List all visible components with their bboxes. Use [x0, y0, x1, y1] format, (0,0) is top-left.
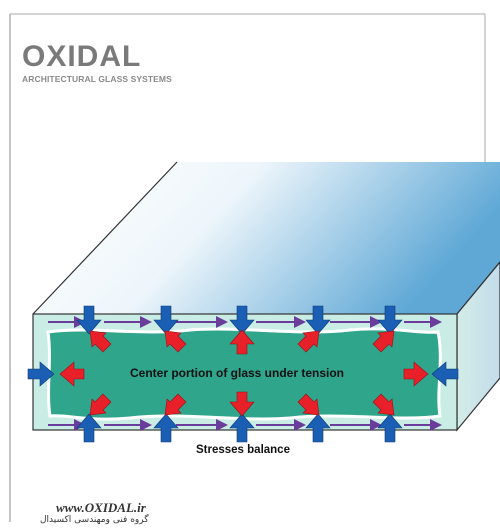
compression-arrows-edges [27, 361, 459, 387]
persian-caption: گروه فنی ومهندسی اکسیدال [40, 515, 149, 525]
compression-arrows-top [76, 305, 403, 335]
brand-logo-text: OXIDAL [22, 40, 142, 73]
tension-arrow [164, 330, 187, 353]
compression-arrow [76, 305, 102, 335]
compression-arrow [229, 305, 255, 335]
glass-top-face [33, 162, 500, 314]
tension-arrow [89, 393, 112, 416]
stresses-balance-label: Stresses balance [196, 444, 290, 456]
tension-arrow [89, 330, 112, 353]
tension-arrow [297, 393, 320, 416]
tension-zone-label: Center portion of glass under tension [130, 366, 345, 380]
compression-arrow [27, 361, 55, 387]
tension-arrows-top [89, 329, 395, 355]
compression-arrow [377, 413, 403, 443]
compression-arrow [76, 413, 102, 443]
compression-arrows-bottom [76, 413, 403, 443]
tension-arrow [372, 330, 395, 353]
tension-arrow [164, 393, 187, 416]
compression-arrow [229, 413, 255, 443]
compression-arrow [305, 413, 331, 443]
compression-arrow [377, 305, 403, 335]
tension-arrows-edges [59, 361, 429, 387]
compression-arrow [305, 305, 331, 335]
compression-arrow [431, 361, 459, 387]
compression-arrow [153, 413, 179, 443]
brand-tagline: ARCHITECTURAL GLASS SYSTEMS [22, 74, 172, 84]
tension-arrow [59, 361, 85, 387]
tension-arrows-bottom [89, 391, 395, 417]
website-url[interactable]: www.OXIDAL.ir [56, 500, 146, 515]
compression-arrow [153, 305, 179, 335]
tension-arrow [229, 391, 255, 417]
tension-arrow [229, 329, 255, 355]
tension-arrow [297, 330, 320, 353]
tension-arrow [372, 393, 395, 416]
tension-arrow [403, 361, 429, 387]
tension-zone [46, 327, 442, 421]
